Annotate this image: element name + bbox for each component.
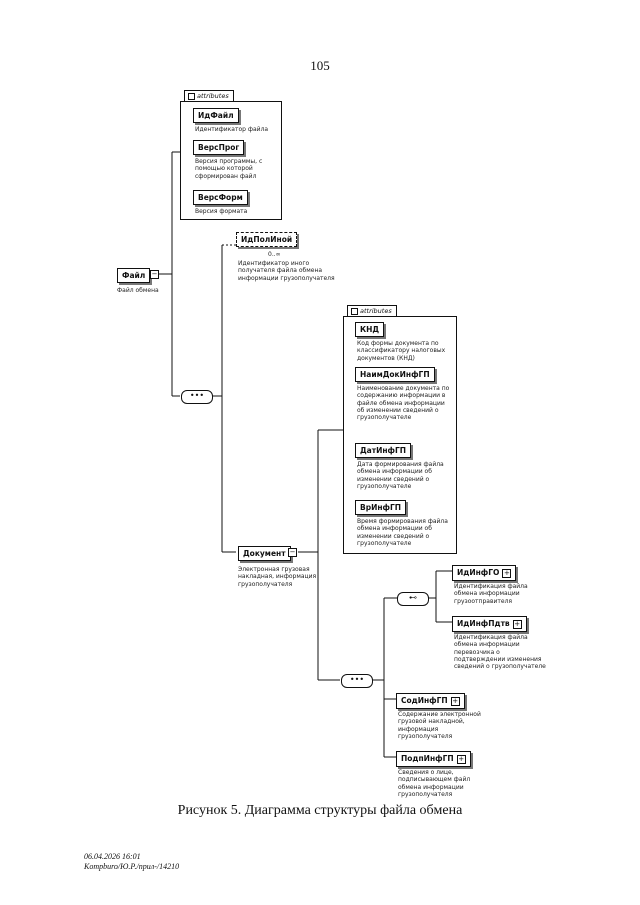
footer-stamp: 06.04.2026 16:01 Kompburo/Ю.Р./прил-/142…: [84, 852, 179, 872]
element-sodinfgp[interactable]: СодИнфГП+: [396, 693, 465, 709]
expand-icon[interactable]: +: [450, 696, 460, 706]
attr-knd-label: КНД: [360, 325, 380, 334]
element-idinfpdtv-label: ИдИнфПдтв: [457, 619, 510, 628]
attr-knd[interactable]: КНД: [355, 322, 385, 337]
element-podpinfgp-label: ПодпИнфГП: [401, 754, 454, 763]
attributes-icon: [351, 308, 358, 315]
attr-naimdokinfgp[interactable]: НаимДокИнфГП: [355, 367, 435, 382]
attr-idfile-desc: Идентификатор файла: [195, 126, 269, 133]
element-document-label: Документ: [243, 549, 286, 558]
sequence-compositor[interactable]: •••: [341, 674, 373, 688]
sequence-compositor[interactable]: •••: [181, 390, 213, 404]
attributes-label: attributes: [360, 307, 392, 315]
attr-vrinfgp[interactable]: ВрИнфГП: [355, 500, 407, 515]
expand-icon[interactable]: +: [456, 754, 466, 764]
attr-vrinfgp-label: ВрИнфГП: [360, 503, 402, 512]
attr-versprog-label: ВерсПрог: [198, 143, 240, 152]
attributes-label: attributes: [197, 92, 229, 100]
page-number: 105: [310, 58, 330, 73]
element-idinfpdtv[interactable]: ИдИнфПдтв+: [452, 616, 527, 632]
attr-idfile-label: ИдФайл: [198, 111, 234, 120]
element-sodinfgp-label: СодИнфГП: [401, 696, 448, 705]
collapse-icon[interactable]: −: [150, 270, 159, 279]
attr-versprog[interactable]: ВерсПрог: [193, 140, 245, 155]
attr-idfile[interactable]: ИдФайл: [193, 108, 239, 123]
attr-datinfgp-desc: Дата формирования файла обмена информаци…: [357, 461, 444, 490]
attributes-icon: [188, 93, 195, 100]
cardinality-label: 0..∞: [268, 251, 281, 258]
figure-caption: Рисунок 5. Диаграмма структуры файла обм…: [177, 803, 463, 818]
footer-path: Kompburo/Ю.Р./прил-/14210: [84, 862, 180, 871]
element-podpinfgp[interactable]: ПодпИнфГП+: [396, 751, 471, 767]
element-idinfgo-label: ИдИнфГО: [457, 568, 500, 577]
element-idinfgo[interactable]: ИдИнфГО+: [452, 565, 517, 581]
element-sodinfgp-desc: Содержание электронной грузовой накладно…: [398, 711, 481, 740]
attr-naimdokinfgp-desc: Наименование документа по содержанию инф…: [357, 385, 450, 422]
attr-datinfgp[interactable]: ДатИнфГП: [355, 443, 412, 458]
choice-compositor[interactable]: ⊷: [397, 592, 429, 606]
footer-date: 06.04.2026 16:01: [84, 852, 141, 861]
expand-icon[interactable]: +: [512, 619, 522, 629]
attr-versprog-desc: Версия программы, с помощью которой сфор…: [195, 158, 263, 180]
element-podpinfgp-desc: Сведения о лице, подписывающем файл обме…: [398, 769, 471, 798]
element-idpolinoy-label: ИдПолИной: [241, 235, 293, 244]
element-idinfpdtv-desc: Идентификация файла обмена информации пе…: [454, 634, 546, 671]
element-document-desc: Электронная грузовая накладная, информац…: [238, 566, 317, 588]
expand-icon[interactable]: +: [502, 568, 512, 578]
root-node-file[interactable]: Файл: [117, 268, 151, 283]
attr-versform-label: ВерсФорм: [198, 193, 243, 202]
attr-datinfgp-label: ДатИнфГП: [360, 446, 407, 455]
element-document[interactable]: Документ: [238, 546, 291, 561]
root-node-desc: Файл обмена: [117, 287, 159, 294]
attr-versform[interactable]: ВерсФорм: [193, 190, 248, 205]
attr-naimdokinfgp-label: НаимДокИнфГП: [360, 370, 430, 379]
element-idpolinoy-desc: Идентификатор иного получателя файла обм…: [238, 260, 335, 282]
attr-knd-desc: Код формы документа по классификатору на…: [357, 340, 446, 362]
attr-vrinfgp-desc: Время формирования файла обмена информац…: [357, 518, 448, 547]
element-idinfgo-desc: Идентификация файла обмена информации гр…: [454, 583, 528, 605]
element-idpolinoy[interactable]: ИдПолИной: [236, 232, 298, 247]
attr-versform-desc: Версия формата: [195, 208, 248, 215]
root-node-label: Файл: [122, 271, 146, 280]
collapse-icon[interactable]: −: [288, 548, 297, 557]
